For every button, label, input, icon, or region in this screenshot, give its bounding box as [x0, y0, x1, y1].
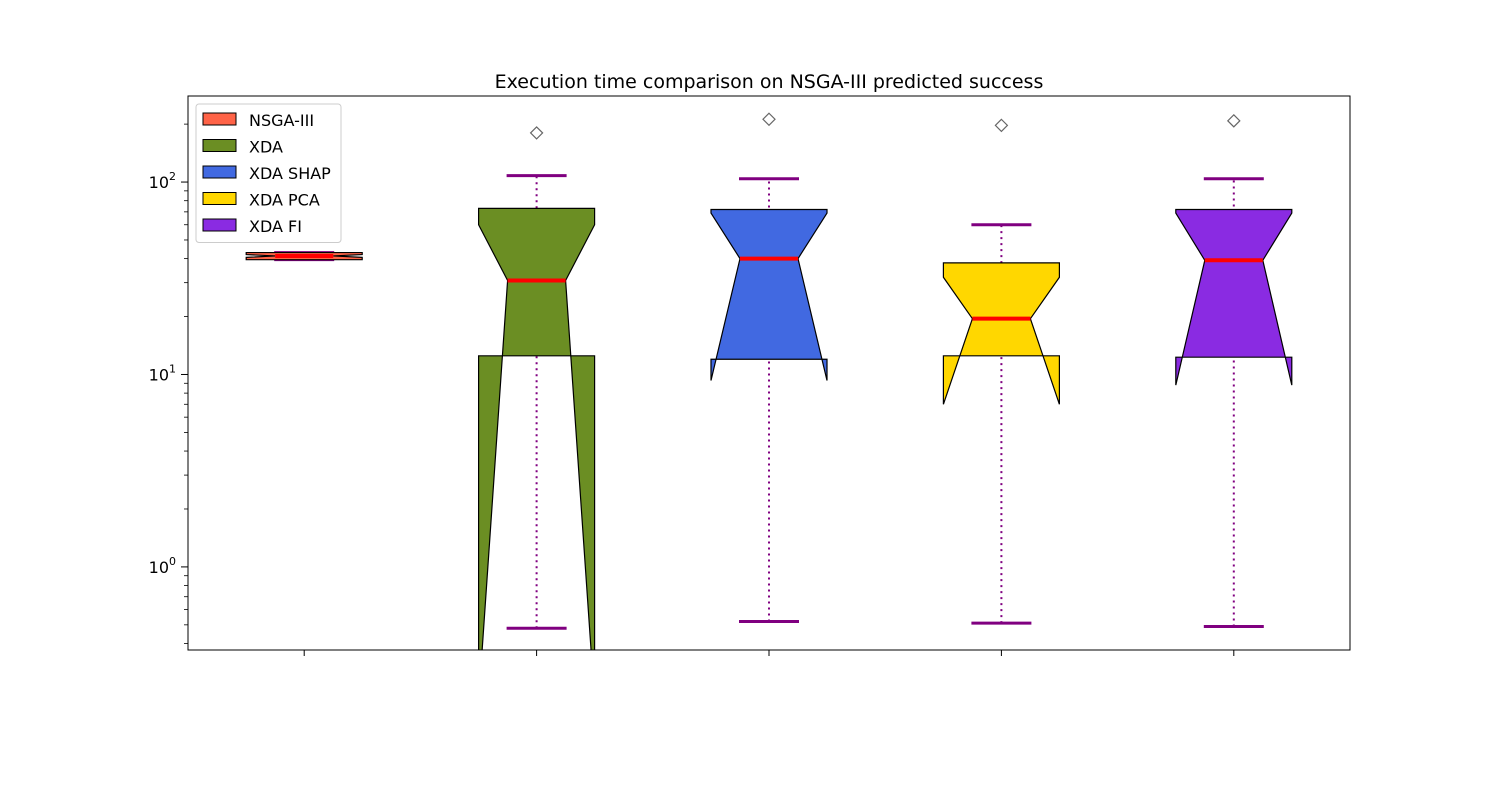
y-tick-label: 100 [149, 555, 176, 577]
legend-swatch [202, 192, 237, 205]
box [478, 207, 596, 650]
box [942, 262, 1061, 405]
outlier-point [529, 126, 544, 140]
chart-title: Execution time comparison on NSGA-III pr… [495, 71, 1044, 93]
box-group [245, 251, 363, 262]
legend-label: XDA SHAP [249, 164, 331, 183]
legend-swatch [202, 218, 237, 232]
box-group [1175, 113, 1293, 629]
axes: 100 101 102 [149, 123, 1235, 656]
box-group [942, 118, 1061, 625]
box [1175, 208, 1293, 386]
box-group [478, 126, 596, 650]
legend-box [195, 103, 342, 243]
legend-label: XDA PCA [249, 191, 320, 210]
outlier-point [1226, 113, 1241, 128]
outlier-point [762, 112, 776, 127]
legend-label: XDA FI [249, 217, 302, 236]
legend-swatch [202, 139, 237, 152]
box [710, 208, 828, 381]
legend: NSGA-III XDA XDA SHAP XDA PCA XDA FI [195, 103, 342, 243]
legend-label: NSGA-III [249, 111, 314, 130]
y-tick-label: 101 [149, 362, 176, 384]
y-tick-label: 102 [149, 170, 176, 192]
outlier-point [994, 118, 1009, 133]
legend-label: XDA [249, 138, 283, 157]
legend-swatch [202, 112, 237, 126]
plot-area [245, 112, 1293, 650]
legend-swatch [202, 165, 237, 179]
box-group [710, 112, 828, 624]
